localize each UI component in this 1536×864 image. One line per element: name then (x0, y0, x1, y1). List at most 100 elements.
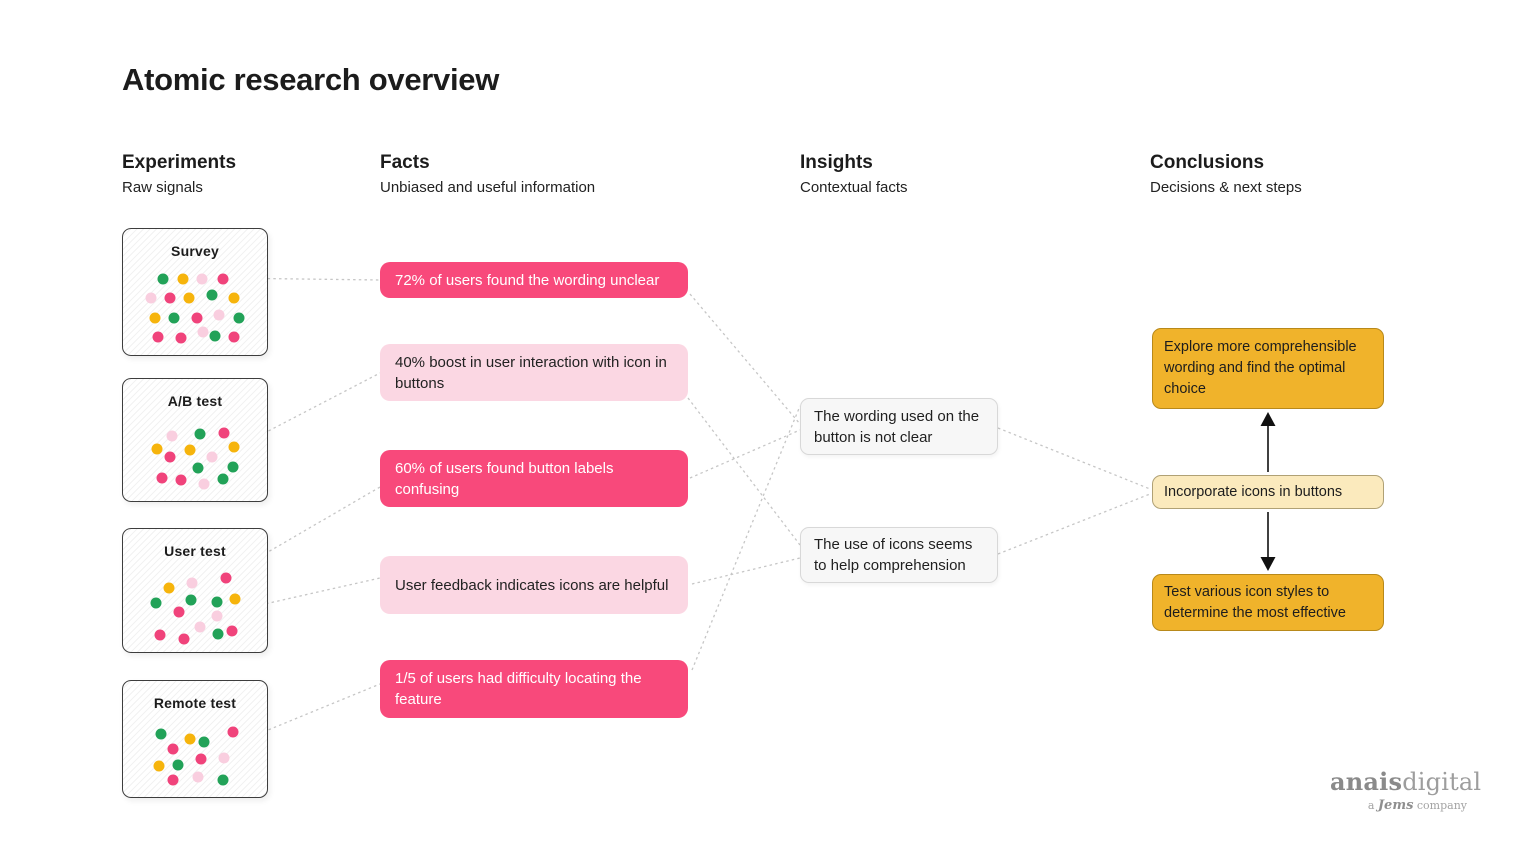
data-point-dot (175, 332, 187, 344)
data-point-dot (157, 273, 169, 285)
conclusion-1-box: Explore more comprehensible wording and … (1152, 328, 1384, 409)
data-point-dot (226, 625, 238, 637)
fact-4-box: User feedback indicates icons are helpfu… (380, 556, 688, 614)
data-point-dot (198, 478, 210, 490)
insight-1-box: The wording used on the button is not cl… (800, 398, 998, 455)
column-subtitle: Decisions & next steps (1150, 179, 1302, 196)
fact-text: User feedback indicates icons are helpfu… (395, 576, 669, 594)
data-point-dot (175, 474, 187, 486)
conclusion-text: Explore more comprehensible wording and … (1164, 339, 1357, 397)
column-title: Experiments (122, 152, 237, 173)
data-point-dot (228, 441, 240, 453)
data-point-dot (192, 771, 204, 783)
data-point-dot (164, 451, 176, 463)
fact-2-box: 40% boost in user interaction with icon … (380, 344, 688, 401)
data-point-dot (194, 428, 206, 440)
data-point-dot (156, 472, 168, 484)
column-title: Insights (800, 152, 873, 173)
experiment-card-user-test: User test (122, 528, 268, 653)
data-point-dot (186, 577, 198, 589)
data-point-dot (211, 610, 223, 622)
data-point-dot (167, 774, 179, 786)
data-point-dot (167, 743, 179, 755)
fact-text: 72% of users found the wording unclear (395, 271, 660, 289)
data-point-dot (155, 728, 167, 740)
data-point-dot (185, 594, 197, 606)
arrowhead-icon (1260, 557, 1276, 571)
page-title: Atomic research overview (122, 62, 500, 97)
insight-text: The wording used on the button is not cl… (814, 407, 980, 446)
conclusion-2-box: Incorporate icons in buttons (1152, 475, 1384, 509)
data-point-dot (194, 621, 206, 633)
data-point-dot (206, 451, 218, 463)
connector-remote-test-to-fact-5 (199, 683, 381, 759)
experiment-card-survey: Survey (122, 228, 268, 356)
data-point-dot (154, 629, 166, 641)
experiment-card-title: User test (164, 543, 226, 559)
data-point-dot (220, 572, 232, 584)
data-point-dot (163, 582, 175, 594)
data-point-dot (150, 597, 162, 609)
arrowhead-icon (1260, 412, 1276, 426)
data-point-dot (153, 760, 165, 772)
data-point-dot (217, 273, 229, 285)
data-point-dot (233, 312, 245, 324)
column-subtitle: Contextual facts (800, 179, 908, 196)
data-point-dot (184, 733, 196, 745)
conclusion-3-box: Test various icon styles to determine th… (1152, 574, 1384, 631)
column-title: Facts (380, 152, 430, 173)
data-point-dot (209, 330, 221, 342)
experiment-card-title: Remote test (153, 695, 237, 711)
experiment-card-title: A/B test (167, 393, 223, 409)
company-logo: anaisdigital a Jems company (1330, 767, 1482, 813)
data-point-dot (195, 753, 207, 765)
experiment-card-remote-test: Remote test (122, 680, 268, 798)
data-point-dot (217, 774, 229, 786)
data-point-dot (217, 473, 229, 485)
connector-insight-2-to-conclusion-2 (997, 493, 1151, 555)
experiment-card-title: Survey (171, 243, 219, 259)
data-point-dot (206, 289, 218, 301)
connector-fact-3-to-insight-1 (689, 429, 801, 479)
connector-survey-to-fact-1 (221, 277, 381, 281)
data-point-dot (218, 752, 230, 764)
logo-tagline: a Jems company (1367, 798, 1467, 813)
data-point-dot (218, 427, 230, 439)
column-subtitle: Unbiased and useful information (380, 179, 596, 196)
connector-fact-4-to-insight-2 (691, 557, 801, 585)
data-point-dot (228, 292, 240, 304)
connector-fact-2-to-insight-2 (687, 397, 801, 546)
data-point-dot (227, 461, 239, 473)
data-point-dot (213, 309, 225, 321)
fact-1-box: 72% of users found the wording unclear (380, 262, 688, 298)
data-point-dot (198, 736, 210, 748)
insight-text: The use of icons seems to help comprehen… (814, 536, 973, 574)
data-point-dot (212, 628, 224, 640)
data-point-dot (211, 596, 223, 608)
data-point-dot (149, 312, 161, 324)
connector-insight-1-to-conclusion-2 (997, 427, 1151, 490)
data-point-dot (228, 331, 240, 343)
logo-wordmark: anaisdigital (1330, 767, 1482, 796)
conclusion-text: Incorporate icons in buttons (1164, 483, 1343, 500)
data-point-dot (145, 292, 157, 304)
fact-5-box: 1/5 of users had difficulty locating the… (380, 660, 688, 718)
data-point-dot (168, 312, 180, 324)
data-point-dot (172, 759, 184, 771)
data-point-dot (192, 462, 204, 474)
conclusion-text: Test various icon styles to determine th… (1164, 583, 1346, 621)
fact-3-box: 60% of users found button labels confusi… (380, 450, 688, 507)
data-point-dot (173, 606, 185, 618)
column-subtitle: Raw signals (122, 179, 203, 196)
data-point-dot (164, 292, 176, 304)
data-point-dot (196, 273, 208, 285)
fact-text: 1/5 of users had difficulty locating the… (395, 670, 642, 708)
data-point-dot (177, 273, 189, 285)
connector-fact-5-to-insight-1 (691, 405, 801, 671)
insight-2-box: The use of icons seems to help comprehen… (800, 527, 998, 583)
